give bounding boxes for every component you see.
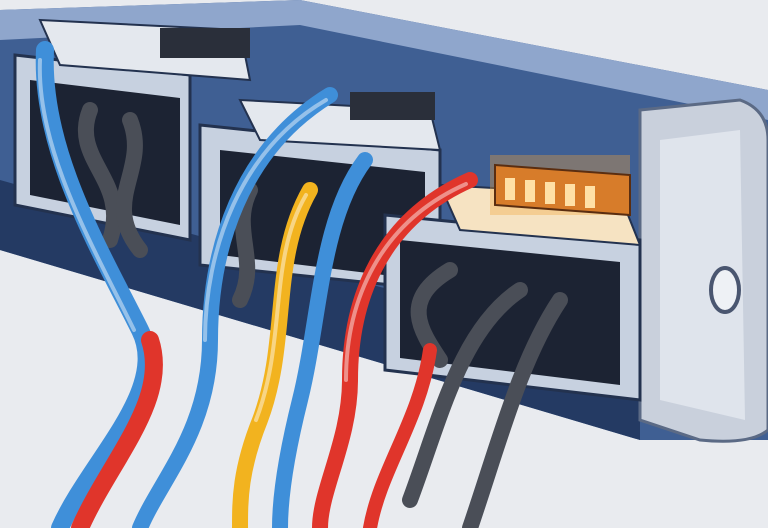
blue-cable-3 xyxy=(272,152,373,528)
cable-highlights xyxy=(37,58,468,422)
cables xyxy=(35,41,478,528)
port-3 xyxy=(383,155,642,402)
mounting-hole xyxy=(709,266,741,314)
red-cable-1 xyxy=(71,331,163,528)
red-cable-2 xyxy=(312,172,478,528)
switch-end-cap xyxy=(638,98,768,443)
blue-cable-1 xyxy=(35,41,156,528)
yellow-cable xyxy=(232,182,318,528)
blue-cable-2 xyxy=(132,87,338,528)
glowing-connector xyxy=(490,155,631,217)
red-cable-3 xyxy=(363,343,437,528)
